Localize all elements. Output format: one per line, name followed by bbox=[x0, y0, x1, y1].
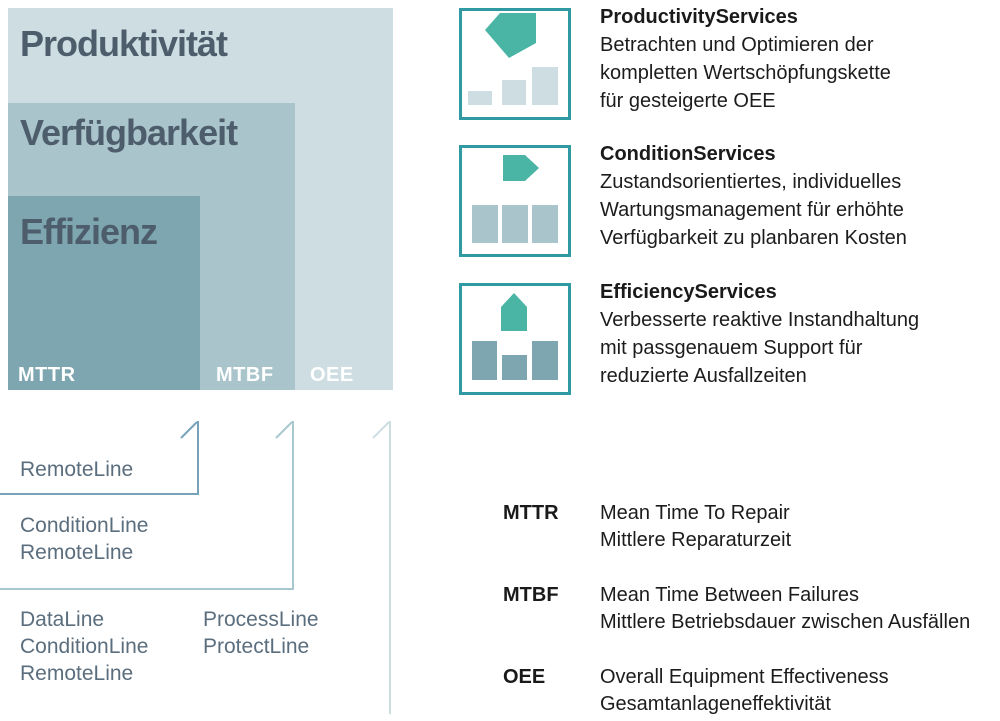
heading-effizienz: Effizienz bbox=[20, 211, 158, 252]
label-conditionline: ConditionLine bbox=[20, 635, 149, 658]
definition-abbr-mttr: MTTR bbox=[503, 502, 559, 524]
product-lines-group3-col1: DataLine ConditionLine RemoteLine bbox=[20, 606, 148, 687]
definition-abbr-oee: OEE bbox=[503, 666, 546, 688]
tag-arrow-down-left-rising-bars-icon bbox=[459, 8, 571, 120]
heading-verfuegbarkeit: Verfügbarkeit bbox=[20, 112, 238, 153]
label-dataline: DataLine bbox=[20, 608, 105, 631]
service-title-productivity: ProductivityServices bbox=[600, 6, 798, 28]
pyramid-level-effizienz bbox=[8, 196, 200, 390]
arrow-up-bars-icon bbox=[459, 283, 571, 395]
service-desc-efficiency: Verbesserte reaktive Instandhaltung mit … bbox=[600, 309, 920, 387]
definition-text-mttr: Mean Time To Repair Mittlere Reparaturze… bbox=[600, 502, 792, 551]
label-conditionline: ConditionLine bbox=[20, 514, 149, 537]
definition-abbr-mtbf: MTBF bbox=[503, 584, 559, 606]
label-remoteline: RemoteLine bbox=[20, 458, 134, 481]
product-lines-group3-col2: ProcessLine ProtectLine bbox=[203, 606, 319, 660]
product-lines-group2: ConditionLine RemoteLine bbox=[20, 512, 148, 566]
definition-text-oee: Overall Equipment Effectiveness Gesamtan… bbox=[600, 666, 889, 715]
metric-label-mttr: MTTR bbox=[18, 364, 76, 386]
service-desc-condition: Zustandsorientiertes, individuelles Wart… bbox=[600, 171, 907, 249]
heading-produktivitaet: Produktivität bbox=[20, 23, 228, 64]
product-lines-group1: RemoteLine bbox=[20, 456, 133, 483]
service-title-condition: ConditionServices bbox=[600, 143, 776, 165]
label-processline: ProcessLine bbox=[203, 608, 319, 631]
bracket-dataline-icon bbox=[372, 421, 391, 714]
label-remoteline: RemoteLine bbox=[20, 541, 134, 564]
service-title-efficiency: EfficiencyServices bbox=[600, 281, 777, 303]
metric-label-mtbf: MTBF bbox=[216, 364, 274, 386]
definition-text-mtbf: Mean Time Between Failures Mittlere Betr… bbox=[600, 584, 971, 633]
label-remoteline: RemoteLine bbox=[20, 662, 134, 685]
metric-label-oee: OEE bbox=[310, 364, 354, 386]
label-protectline: ProtectLine bbox=[203, 635, 310, 658]
arrow-right-equal-bars-icon bbox=[459, 145, 571, 257]
service-desc-productivity: Betrachten und Optimieren der kompletten… bbox=[600, 34, 891, 112]
